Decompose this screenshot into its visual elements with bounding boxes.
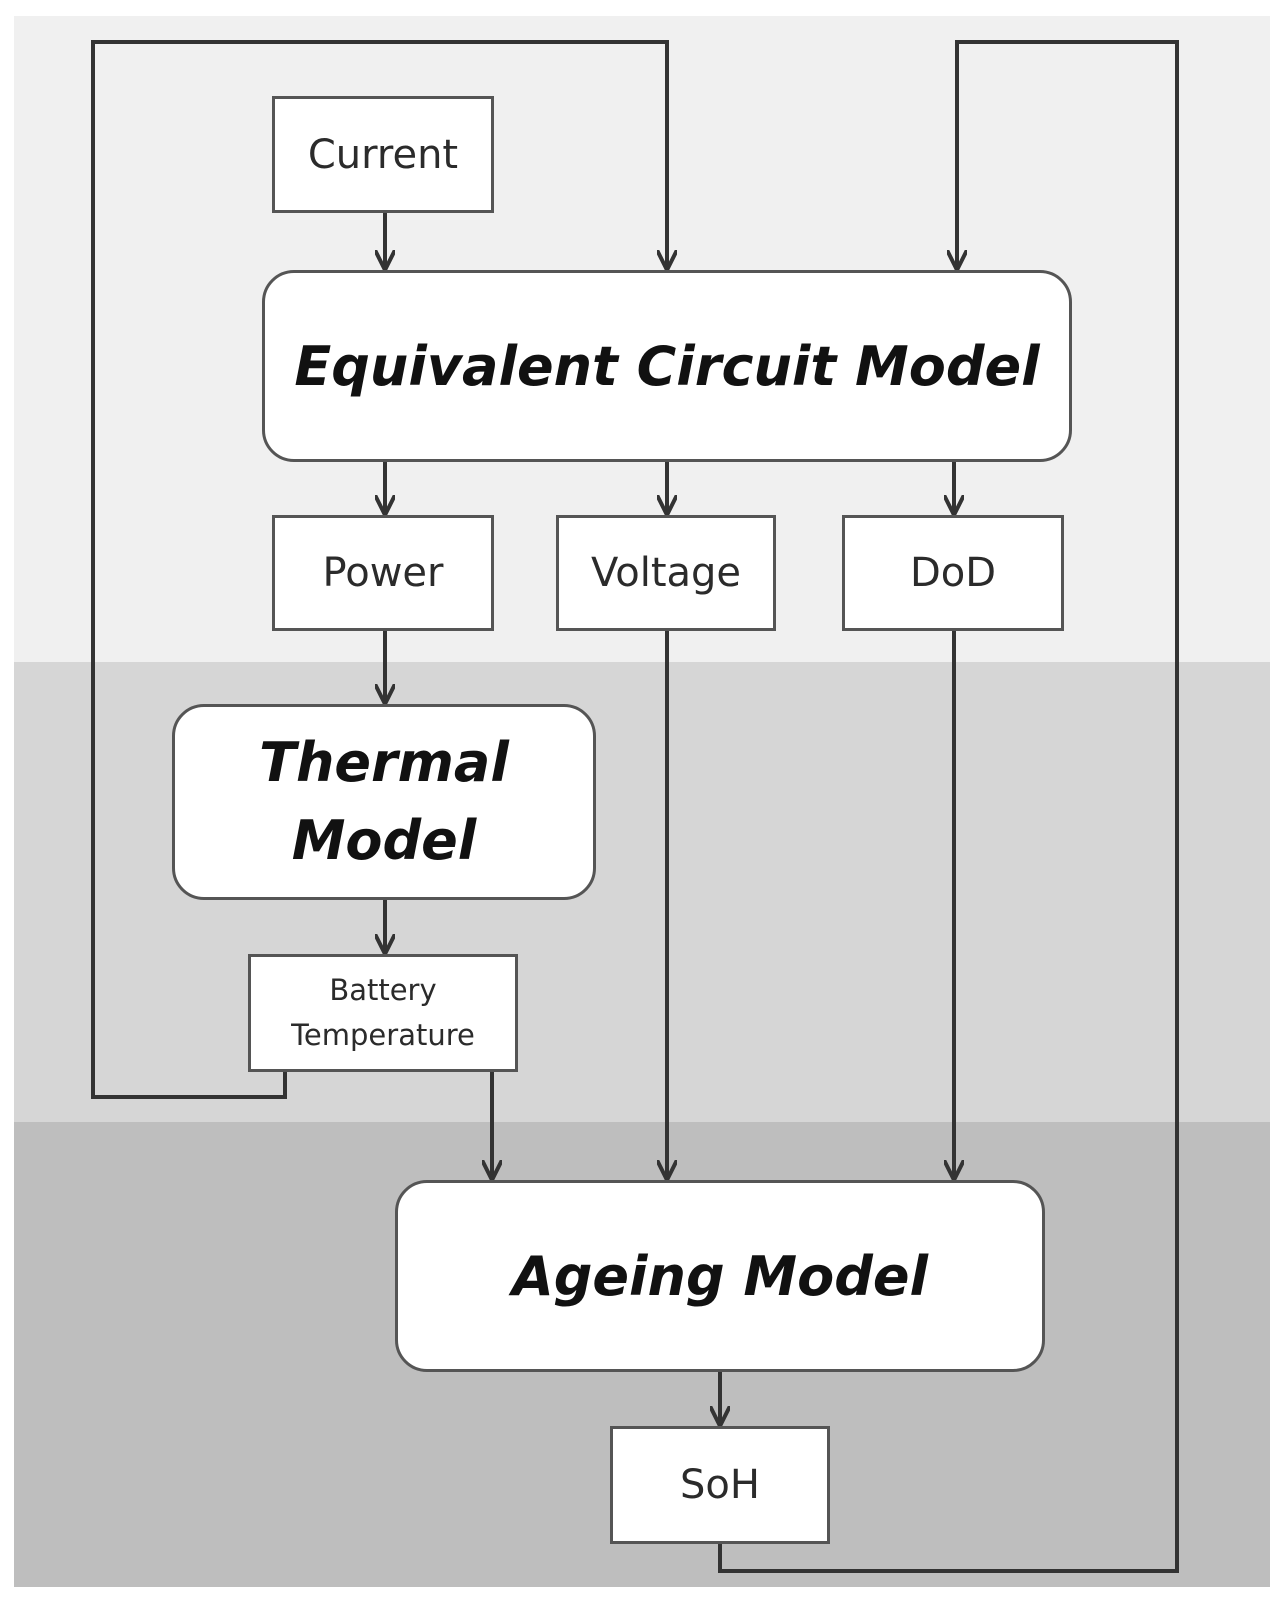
battery-temperature-label-line2: Temperature — [291, 1018, 475, 1052]
voltage-node: Voltage — [556, 515, 776, 631]
battery-temperature-node: Battery Temperature — [248, 954, 518, 1072]
edge-soh-feedback-to-ecm — [718, 40, 1179, 1573]
thermal-model-label-line2: Model — [291, 809, 477, 872]
soh-label: SoH — [680, 1462, 760, 1508]
dod-node: DoD — [842, 515, 1064, 631]
power-label: Power — [322, 550, 444, 596]
power-node: Power — [272, 515, 494, 631]
edge-temperature-feedback-to-ecm — [91, 40, 667, 1099]
ageing-model-label: Ageing Model — [511, 1244, 929, 1308]
current-node: Current — [272, 96, 494, 213]
current-label: Current — [307, 131, 459, 178]
voltage-label: Voltage — [590, 550, 742, 596]
battery-temperature-label-line1: Battery — [329, 973, 437, 1008]
equivalent-circuit-model-label: Equivalent Circuit Model — [294, 334, 1040, 398]
equivalent-circuit-model-node: Equivalent Circuit Model — [262, 270, 1072, 462]
thermal-model-node: Thermal Model — [172, 704, 596, 900]
thermal-model-label-line1: Thermal — [259, 730, 509, 794]
soh-node: SoH — [610, 1426, 830, 1544]
dod-label: DoD — [909, 550, 997, 596]
ageing-model-node: Ageing Model — [395, 1180, 1045, 1372]
